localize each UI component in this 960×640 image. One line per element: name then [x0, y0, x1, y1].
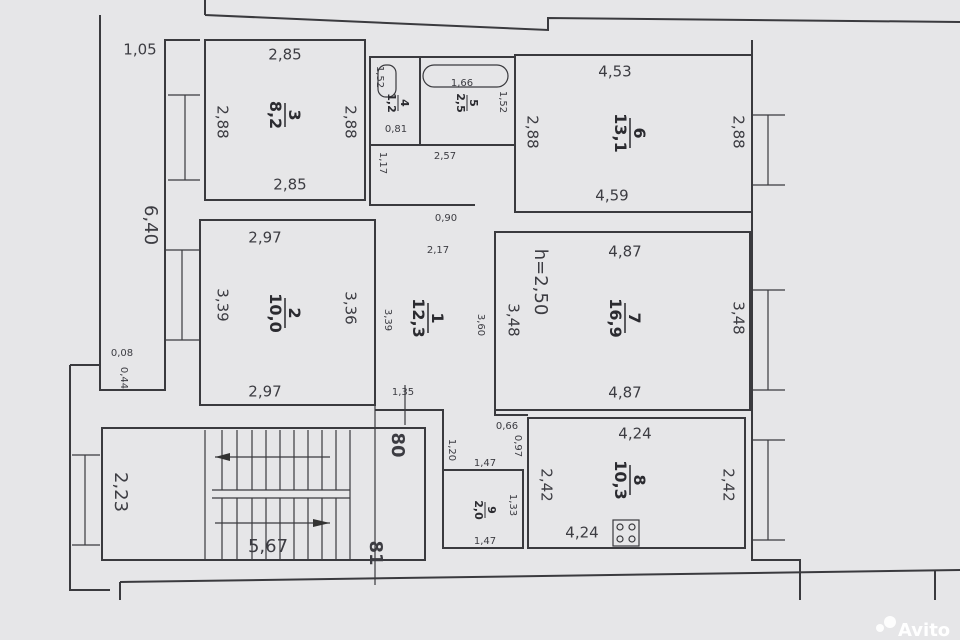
dimension: 1,66 — [451, 78, 473, 89]
dimension: 2,42 — [720, 468, 738, 501]
room-number: 1 — [428, 312, 447, 323]
dimension: 2,88 — [342, 105, 360, 138]
room-5-label: 5 2,5 — [454, 93, 480, 113]
room-number: 2 — [285, 307, 304, 318]
bathtub-icon — [422, 64, 509, 88]
dimension: 2,97 — [248, 383, 281, 401]
dimension: 2,85 — [268, 46, 301, 64]
dimension: 1,35 — [392, 387, 414, 398]
room-number: 8 — [630, 474, 649, 485]
room-1-outline — [369, 145, 528, 416]
room-6-outline — [514, 54, 753, 213]
dimension: 3,36 — [342, 291, 360, 324]
room-number: 5 — [467, 99, 480, 107]
dimension: 1,47 — [474, 536, 496, 547]
room-area: 2,0 — [472, 500, 485, 520]
dimension: 2,57 — [434, 151, 456, 162]
dimension: 0,66 — [496, 421, 518, 432]
dimension: 4,87 — [608, 384, 641, 402]
dimension: 4,59 — [595, 187, 628, 205]
dimension: 1,05 — [123, 41, 156, 59]
ceiling-height: h=2,50 — [530, 249, 551, 316]
dimension: 1,52 — [497, 91, 508, 113]
room-area: 16,9 — [606, 298, 625, 337]
dimension: 2,42 — [538, 468, 556, 501]
toilet-icon — [377, 64, 397, 98]
dimension: 2,88 — [730, 115, 748, 148]
room-number: 9 — [485, 506, 498, 514]
room-9-label: 9 2,0 — [472, 500, 498, 520]
dimension: 3,39 — [214, 288, 232, 321]
dimension: 2,17 — [427, 245, 449, 256]
stove-icon — [612, 519, 640, 547]
dimension: 1,33 — [507, 494, 518, 516]
room-number: 3 — [285, 109, 304, 120]
room-number: 4 — [398, 99, 411, 107]
dimension: 0,97 — [512, 435, 523, 457]
dimension: 1,47 — [474, 458, 496, 469]
room-1-label: 1 12,3 — [409, 298, 447, 337]
dimension: 3,48 — [505, 303, 523, 336]
dimension: 2,88 — [214, 105, 232, 138]
room-area: 2,5 — [454, 93, 467, 113]
room-7-label: 7 16,9 — [606, 298, 644, 337]
room-6-label: 6 13,1 — [611, 113, 649, 152]
dimension: 3,60 — [475, 314, 486, 336]
room-7-outline — [494, 231, 751, 411]
dimension: 5,67 — [248, 536, 288, 557]
dimension: 3,48 — [730, 301, 748, 334]
room-area: 1,2 — [385, 93, 398, 113]
room-8-outline — [527, 417, 746, 549]
room-area: 8,2 — [266, 101, 285, 129]
dimension: 0,08 — [111, 348, 133, 359]
room-3-outline — [204, 39, 366, 201]
dimension: 6,40 — [140, 205, 161, 245]
room-area: 13,1 — [611, 113, 630, 152]
dimension: 1,52 — [374, 66, 385, 88]
room-2-label: 2 10,0 — [266, 293, 304, 332]
dimension: 1,17 — [377, 152, 388, 174]
room-area: 10,0 — [266, 293, 285, 332]
apartment-number: 81 — [365, 540, 386, 565]
dimension: 1,20 — [446, 439, 457, 461]
avito-watermark: Avito — [876, 616, 950, 640]
dimension: 0,81 — [385, 124, 407, 135]
room-4-label: 4 1,2 — [385, 93, 411, 113]
room-area: 10,3 — [611, 460, 630, 499]
dimension: 2,23 — [110, 472, 131, 512]
dimension: 4,24 — [618, 425, 651, 443]
dimension: 3,39 — [382, 309, 393, 331]
dimension: 2,88 — [524, 115, 542, 148]
dimension: 4,24 — [565, 524, 598, 542]
dimension: 4,87 — [608, 243, 641, 261]
room-number: 7 — [625, 312, 644, 323]
dimensions: 1,05 6,40 0,08 0,44 2,85 2,88 2,88 2,85 … — [110, 41, 748, 566]
walls — [69, 0, 960, 600]
room-8-label: 8 10,3 — [611, 460, 649, 499]
room-2-outline — [199, 219, 376, 406]
staircase-outline — [101, 427, 426, 561]
room-3-label: 3 8,2 — [266, 101, 304, 129]
dimension: 0,90 — [435, 213, 457, 224]
room-number: 6 — [630, 127, 649, 138]
apartment-number: 80 — [387, 432, 408, 457]
dimension: 2,85 — [273, 176, 306, 194]
room-area: 12,3 — [409, 298, 428, 337]
dimension: 4,53 — [598, 63, 631, 81]
dimension: 0,44 — [118, 367, 129, 389]
watermark-text: Avito — [898, 620, 950, 640]
dimension: 2,97 — [248, 229, 281, 247]
